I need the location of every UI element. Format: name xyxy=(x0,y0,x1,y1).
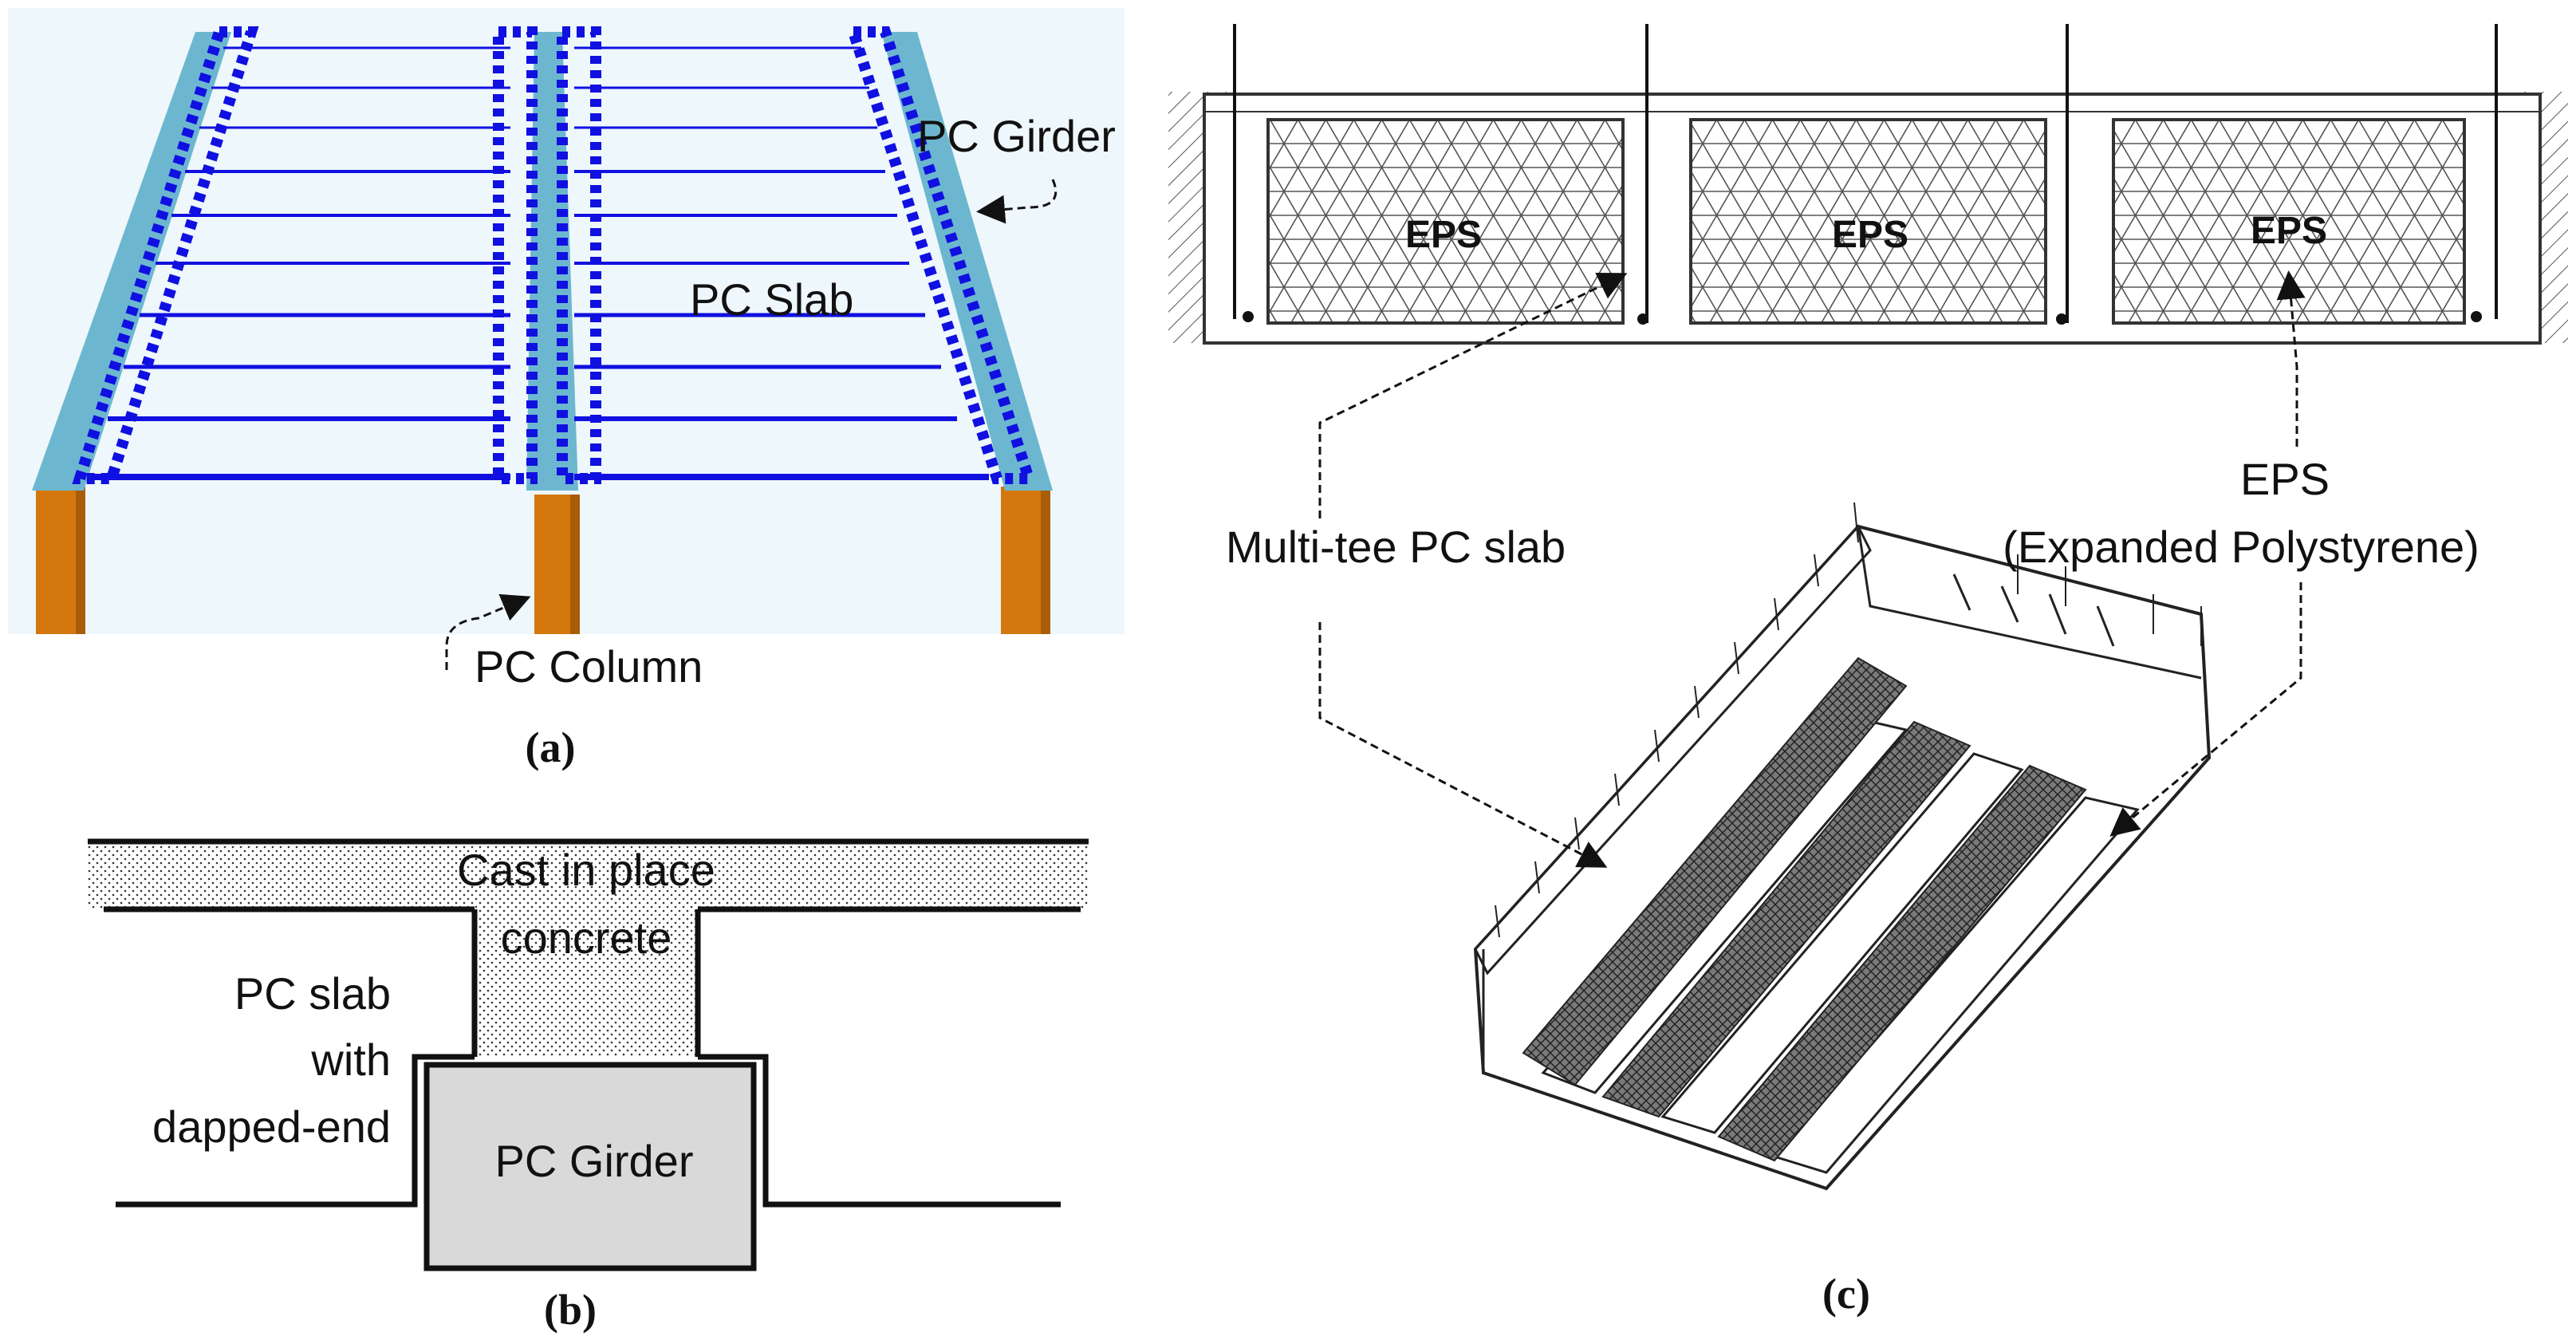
label-pc-girder-section: PC Girder xyxy=(495,1136,694,1186)
multitee-cross-section: EPS EPS EPS xyxy=(1168,24,2568,345)
label-pc-column: PC Column xyxy=(475,641,703,692)
panel-b: Cast in place concrete PC slab with dapp… xyxy=(88,838,1089,1334)
label-pc-slab: PC Slab xyxy=(690,274,853,325)
panel-c: EPS EPS EPS xyxy=(1168,24,2568,1318)
label-eps-1: EPS xyxy=(1405,214,1482,256)
iso-eps-strip-2 xyxy=(1601,720,1971,1118)
eps-block-2 xyxy=(1689,118,2047,325)
pc-slab-dapped-end-left xyxy=(116,1054,475,1208)
iso-shear-connectors xyxy=(1495,502,2202,938)
label-eps-title: EPS xyxy=(2240,454,2330,504)
iso-eps-strip-3 xyxy=(1717,764,2087,1162)
label-eps-expanded: (Expanded Polystyrene) xyxy=(2003,522,2479,572)
caption-c: (c) xyxy=(1822,1270,1870,1318)
pc-girder-right xyxy=(881,32,1053,491)
label-eps-3: EPS xyxy=(2251,210,2327,252)
label-cast-in-place-line1: Cast in place xyxy=(457,845,715,895)
cast-in-place-concrete xyxy=(88,841,1089,1057)
arrow-multitee-to-isometric xyxy=(1318,622,1608,868)
arrow-pc-column xyxy=(445,593,531,670)
pc-columns xyxy=(36,487,1050,634)
pc-girder-middle xyxy=(526,32,578,491)
label-cast-in-place-line2: concrete xyxy=(501,912,672,963)
label-pc-slab-line1: PC slab xyxy=(234,968,391,1019)
label-eps-2: EPS xyxy=(1832,214,1908,256)
label-multitee-pc-slab: Multi-tee PC slab xyxy=(1226,522,1566,572)
slab-dapped-ends xyxy=(72,26,1037,484)
label-pc-slab-line3: dapped-end xyxy=(152,1102,391,1152)
label-pc-slab-line2: with xyxy=(310,1035,391,1085)
caption-b: (b) xyxy=(544,1286,597,1334)
multitee-isometric xyxy=(1473,502,2212,1191)
pc-slab-dapped-end-right xyxy=(698,1054,1061,1208)
arrow-eps-to-section xyxy=(2276,270,2306,447)
arrow-eps-to-isometric xyxy=(2109,582,2302,837)
eps-block-1 xyxy=(1266,118,1625,325)
arrow-pc-girder xyxy=(976,179,1058,224)
caption-a: (a) xyxy=(526,723,576,771)
panel-a: PC Girder PC Slab PC Column (a) xyxy=(8,8,1125,771)
iso-eps-strip-1 xyxy=(1522,656,1908,1086)
iso-stem-2 xyxy=(1660,752,2024,1134)
pc-girder-section xyxy=(423,1062,757,1271)
label-pc-girder: PC Girder xyxy=(917,111,1116,161)
arrow-multitee-to-section xyxy=(1318,272,1628,518)
pc-slab-lines xyxy=(88,46,989,480)
